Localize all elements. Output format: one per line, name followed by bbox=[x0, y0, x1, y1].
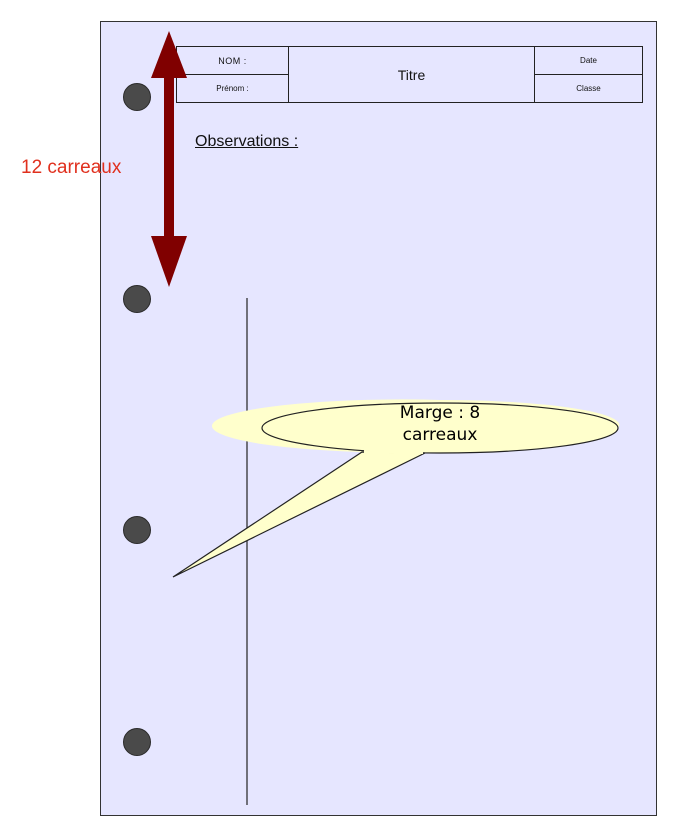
callout-line-2: carreaux bbox=[402, 425, 478, 445]
callout-text: Marge : 8 carreaux bbox=[340, 402, 540, 446]
observations-heading: Observations : bbox=[195, 133, 299, 150]
binder-hole-4 bbox=[123, 728, 151, 756]
classe-label: Classe bbox=[534, 74, 643, 103]
prenom-label: Prénom : bbox=[176, 74, 289, 103]
speech-callout bbox=[172, 399, 620, 578]
callout-line-1: Marge : 8 bbox=[399, 403, 481, 423]
double-arrow-icon bbox=[151, 31, 187, 287]
title-cell: Titre bbox=[288, 46, 535, 103]
binder-hole-1 bbox=[123, 83, 151, 111]
date-label: Date bbox=[534, 46, 643, 75]
binder-hole-3 bbox=[123, 516, 151, 544]
binder-hole-2 bbox=[123, 285, 151, 313]
arrow-label: 12 carreaux bbox=[21, 157, 122, 178]
